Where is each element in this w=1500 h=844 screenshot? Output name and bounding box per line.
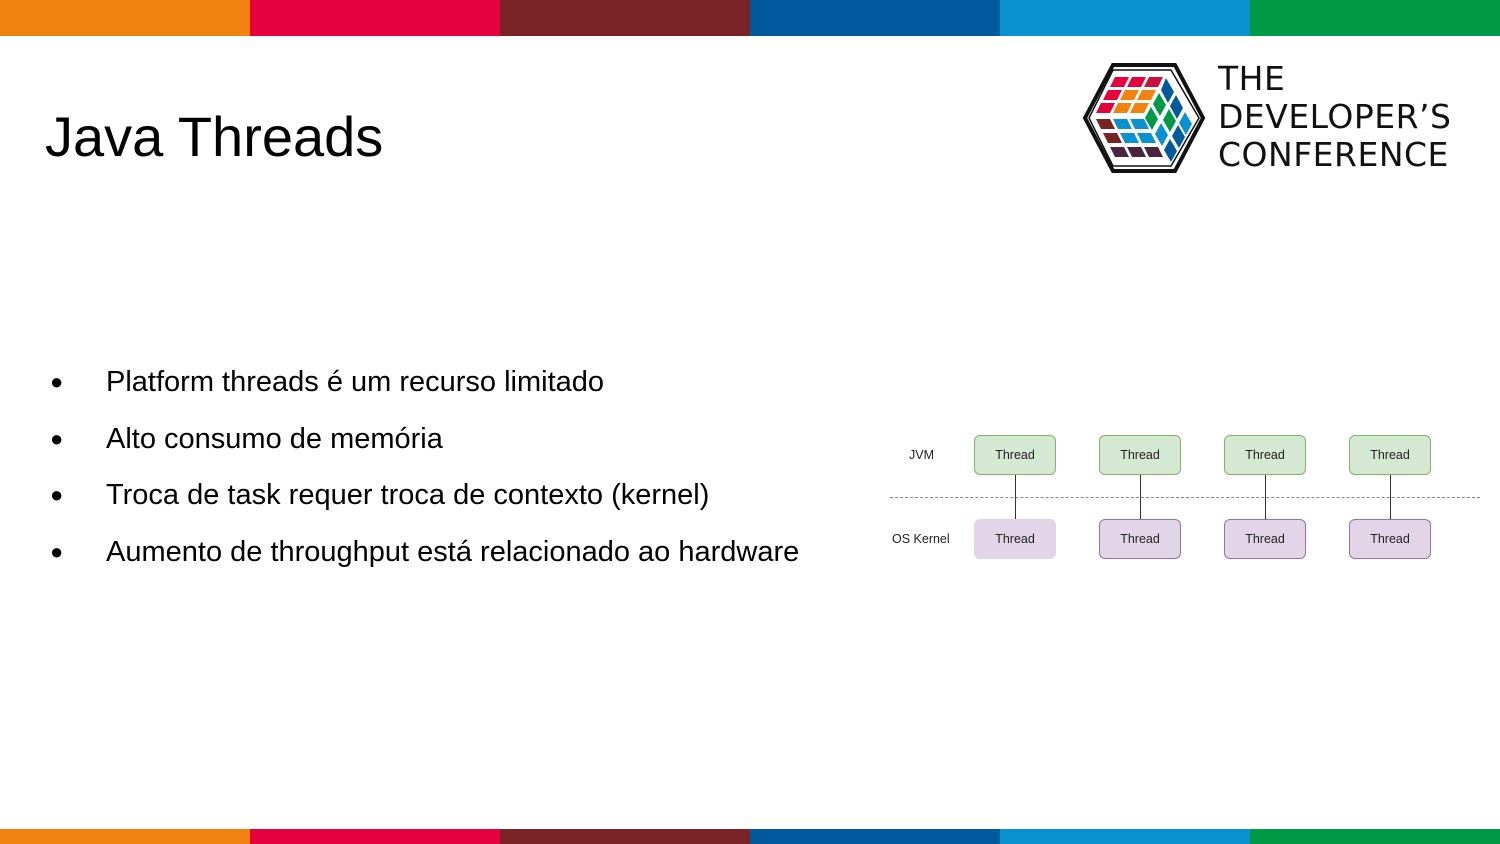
stripe-blue (750, 829, 1000, 844)
logo-line-3: CONFERENCE (1218, 135, 1449, 174)
stripe-maroon (500, 0, 750, 36)
jvm-thread-box: Thread (1224, 435, 1306, 475)
stripe-light-blue (1000, 0, 1250, 36)
stripe-blue (750, 0, 1000, 36)
os-thread-box: Thread (974, 519, 1056, 559)
connector-line (1390, 475, 1391, 520)
bottom-color-stripe (0, 829, 1500, 844)
os-kernel-lane-label: OS Kernel (892, 532, 950, 546)
top-color-stripe (0, 0, 1500, 36)
stripe-light-blue (1000, 829, 1250, 844)
bullet-item: ● Troca de task requer troca de contexto … (50, 467, 799, 524)
bullet-text: Platform threads é um recurso limitado (106, 366, 605, 398)
layer-divider (890, 497, 1480, 498)
logo-wordmark: THE DEVELOPER’S CONFERENCE (1218, 60, 1452, 174)
bullet-text: Aumento de throughput está relacionado a… (106, 535, 800, 568)
bullet-item: ● Alto consumo de memória (50, 411, 799, 468)
stripe-red (250, 829, 500, 844)
os-thread-box: Thread (1349, 519, 1431, 559)
thread-mapping-diagram: JVM OS Kernel Thread Thread Thread Threa… (885, 425, 1480, 575)
jvm-thread-box: Thread (974, 435, 1056, 475)
connector-line (1140, 475, 1141, 520)
connector-line (1015, 475, 1016, 520)
bullet-list: ●Platform threads é um recurso limitado … (50, 354, 799, 580)
logo-line-1: THE (1218, 59, 1286, 98)
jvm-lane-label: JVM (909, 448, 934, 462)
bullet-marker: ● (50, 369, 64, 394)
tdc-logo: THE DEVELOPER’S CONFERENCE (1082, 60, 1462, 175)
bullet-text: Troca de task requer troca de contexto (… (106, 479, 710, 511)
bullet-marker: ● (50, 538, 64, 564)
stripe-orange (0, 0, 250, 36)
bullet-marker: ● (50, 425, 64, 451)
jvm-thread-box: Thread (1099, 435, 1181, 475)
stripe-maroon (500, 829, 750, 844)
bullet-item: ● Platform threads é um recurso limitado (50, 354, 799, 411)
connector-line (1265, 475, 1266, 520)
os-thread-box: Thread (1099, 519, 1181, 559)
logo-line-2: DEVELOPER’S (1218, 97, 1452, 136)
jvm-thread-box: Thread (1349, 435, 1431, 475)
cube-icon (1082, 63, 1206, 173)
stripe-green (1250, 0, 1500, 36)
os-thread-box: Thread (1224, 519, 1306, 559)
bullet-marker: ● (50, 482, 64, 507)
stripe-green (1250, 829, 1500, 844)
slide-title: Java Threads (45, 105, 384, 168)
stripe-orange (0, 829, 250, 844)
stripe-red (250, 0, 500, 36)
bullet-text: Alto consumo de memória (106, 422, 443, 455)
bullet-item: ● Aumento de throughput está relacionado … (50, 524, 799, 581)
